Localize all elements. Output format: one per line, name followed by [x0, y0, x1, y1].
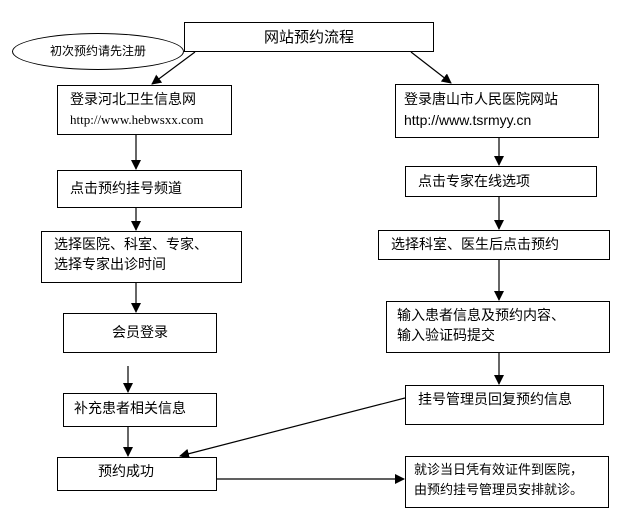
right-step-login-hospital-site: 登录唐山市人民医院网站 http://www.tsrmyy.cn: [395, 84, 599, 138]
left-step-6-label: 预约成功: [98, 464, 154, 480]
left-step-3-label-line1: 选择医院、科室、专家、: [54, 237, 208, 253]
left-step-1-url: http://www.hebwsxx.com: [70, 112, 204, 127]
right-step-2-label: 点击专家在线选项: [418, 174, 530, 190]
arrow-title-to-left-start: [151, 51, 196, 85]
right-step-1-url: http://www.tsrmyy.cn: [404, 112, 532, 128]
left-step-2-label: 点击预约挂号频道: [70, 181, 182, 197]
left-step-select-doctor: 选择医院、科室、专家、 选择专家出诊时间: [41, 231, 242, 283]
left-step-booking-channel: 点击预约挂号频道: [57, 170, 242, 208]
left-step-member-login: 会员登录: [63, 313, 217, 353]
right-step-admin-reply: 挂号管理员回复预约信息: [405, 385, 604, 425]
right-step-4-label-line1: 输入患者信息及预约内容、: [397, 308, 565, 324]
right-step-6-label-line1: 就诊当日凭有效证件到医院，: [414, 463, 584, 478]
right-step-6-label-line2: 由预约挂号管理员安排就诊。: [414, 483, 584, 498]
register-note-ellipse: 初次预约请先注册: [12, 33, 184, 70]
left-step-booking-success: 预约成功: [57, 457, 217, 491]
right-step-1-label: 登录唐山市人民医院网站: [404, 92, 558, 108]
right-step-enter-patient-info: 输入患者信息及预约内容、 输入验证码提交: [386, 301, 610, 353]
left-step-patient-info: 补充患者相关信息: [63, 393, 217, 427]
left-step-4-label: 会员登录: [112, 325, 168, 341]
left-step-5-label: 补充患者相关信息: [74, 401, 186, 417]
arrow-title-to-right-start: [410, 51, 452, 84]
left-step-login-health-portal: 登录河北卫生信息网 http://www.hebwsxx.com: [57, 85, 232, 135]
flowchart-title-box: 网站预约流程: [184, 22, 434, 52]
right-step-expert-online: 点击专家在线选项: [405, 166, 597, 197]
right-step-4-label-line2: 输入验证码提交: [397, 328, 495, 344]
flowchart-title: 网站预约流程: [263, 28, 354, 46]
arrow-reply-to-success: [179, 397, 406, 459]
right-step-5-label: 挂号管理员回复预约信息: [418, 392, 572, 408]
left-step-1-label: 登录河北卫生信息网: [70, 92, 196, 108]
right-step-select-department: 选择科室、医生后点击预约: [378, 230, 610, 260]
left-step-3-label-line2: 选择专家出诊时间: [54, 257, 166, 273]
right-step-visit-day-instructions: 就诊当日凭有效证件到医院， 由预约挂号管理员安排就诊。: [405, 456, 609, 508]
right-step-3-label: 选择科室、医生后点击预约: [391, 237, 559, 253]
register-note-text: 初次预约请先注册: [49, 44, 146, 58]
